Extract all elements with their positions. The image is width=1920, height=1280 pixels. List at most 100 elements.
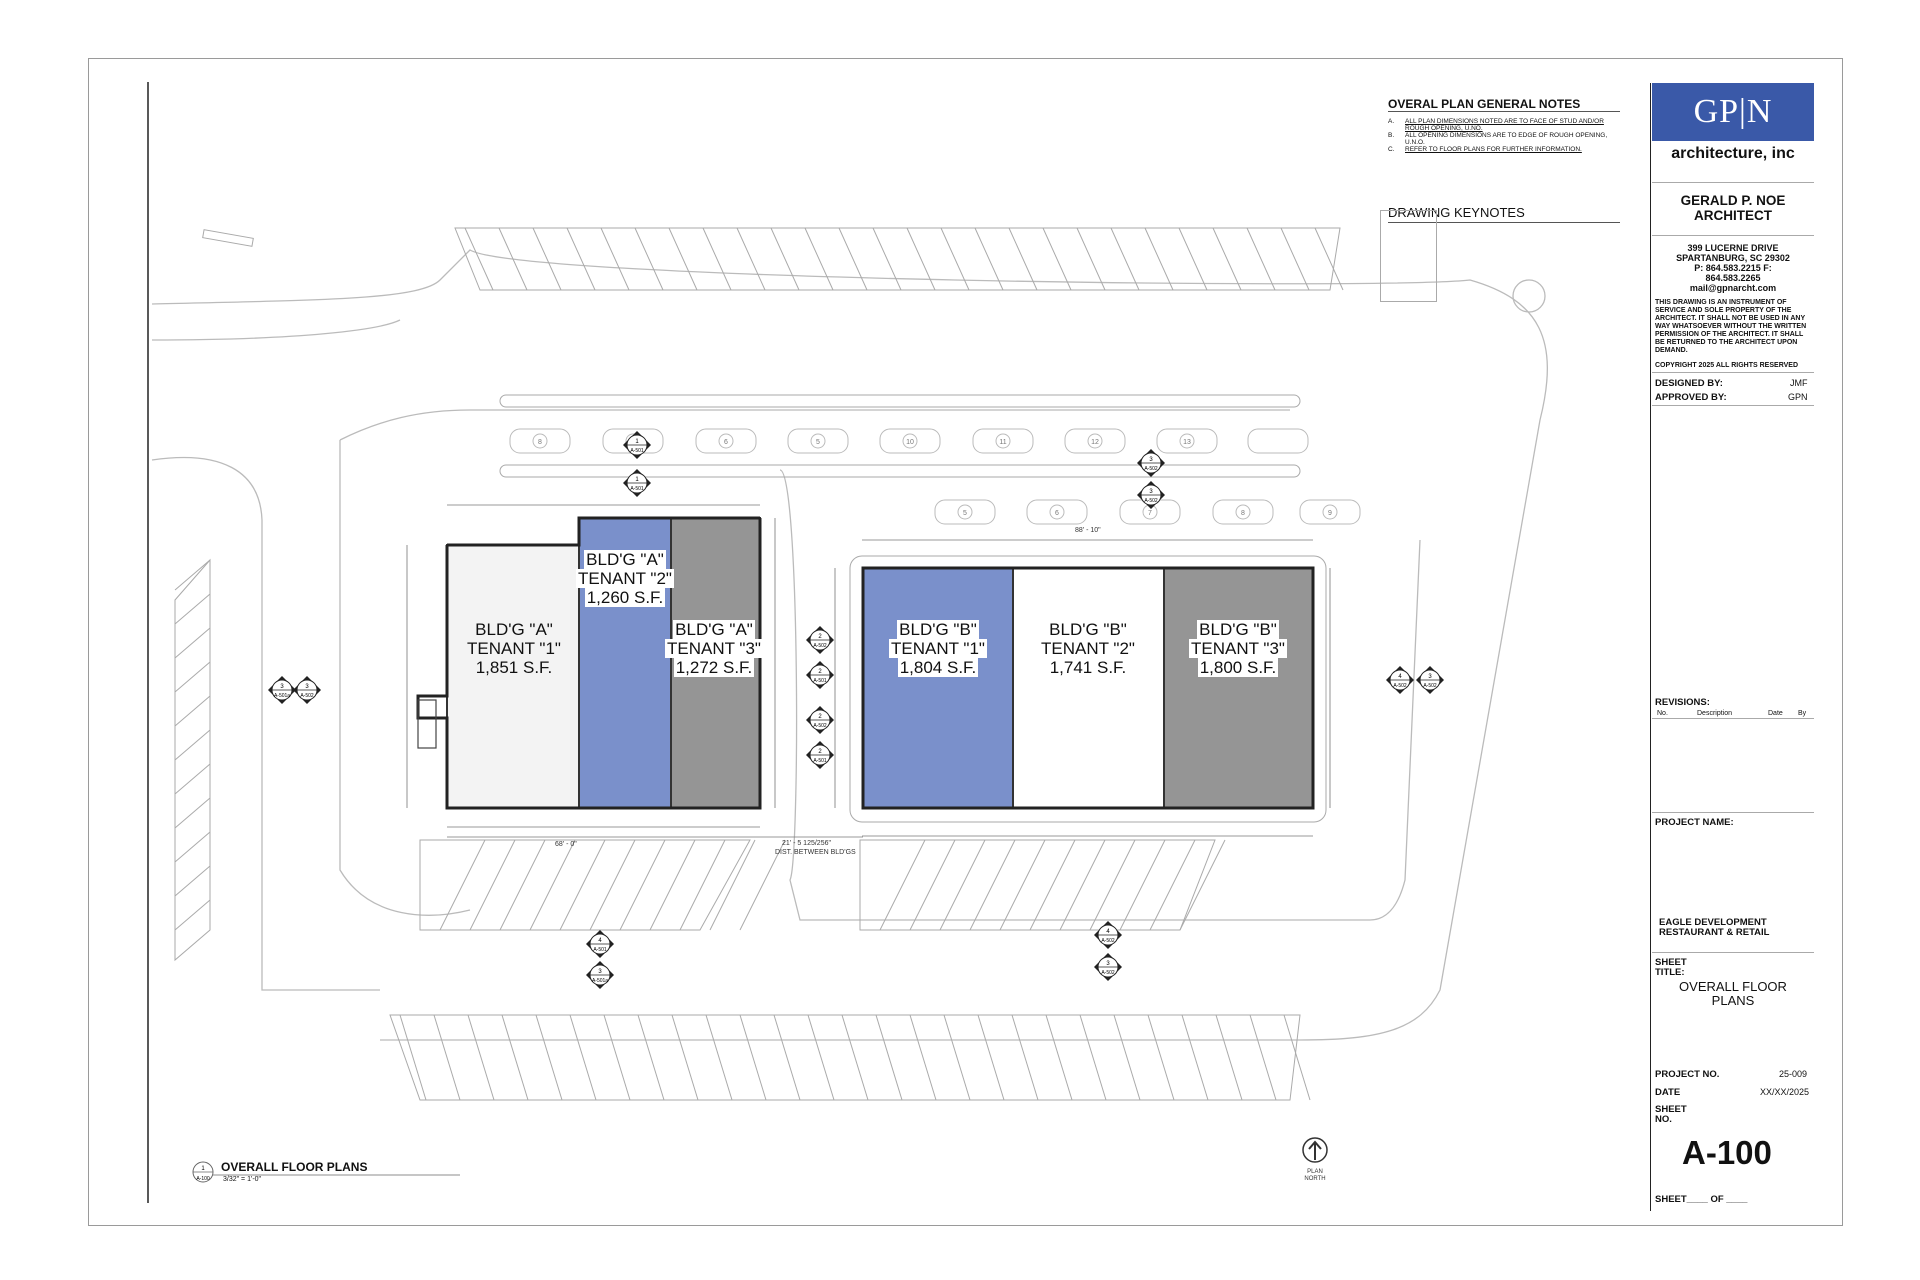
svg-text:A-501: A-501 (813, 678, 827, 684)
general-note-text: ALL PLAN DIMENSIONS NOTED ARE TO FACE OF… (1405, 118, 1604, 132)
revision-column-header: Date (1768, 710, 1783, 717)
sheet-no-label: SHEET NO. (1655, 1104, 1687, 1125)
drawing-keynotes-heading: DRAWING KEYNOTES (1388, 205, 1525, 220)
sheet-of: SHEET____ OF ____ (1655, 1194, 1748, 1205)
svg-text:3: 3 (598, 969, 602, 975)
tenant-b1-name: TENANT "1" (889, 639, 987, 658)
tenant-a1-name: TENANT "1" (467, 639, 561, 658)
dim-between-value: 21' - 5 125/256" (782, 840, 831, 847)
svg-text:3: 3 (280, 684, 284, 690)
stall-number: 8 (538, 439, 542, 446)
firm-logo: GP|N (1652, 83, 1814, 141)
tenant-b2-area: 1,741 S.F. (1049, 658, 1127, 677)
svg-text:A-502: A-502 (1101, 938, 1115, 944)
svg-text:A-501a: A-501a (592, 978, 608, 984)
section-marker-icon: 2A-501 (806, 741, 834, 769)
svg-text:A-502: A-502 (813, 643, 827, 649)
section-markers: 1A-5011A-5013A-501a3A-5023A-5023A-5022A-… (268, 431, 1444, 989)
section-marker-icon: 4A-501 (586, 930, 614, 958)
tenant-b2-fill (1012, 567, 1165, 809)
drawing-title-bubble: 1 A-100 (192, 1161, 460, 1183)
title-bubble-number: 1 (201, 1166, 205, 1172)
tenant-b2-building: BLD'G "B" (1049, 620, 1127, 639)
tenant-label-a3: BLD'G "A" TENANT "3" 1,272 S.F. (658, 620, 770, 677)
svg-text:1: 1 (635, 439, 639, 445)
section-marker-icon: 3A-502 (1137, 449, 1165, 477)
section-marker-icon: 3A-501a (268, 676, 296, 704)
project-name-label: PROJECT NAME: (1655, 817, 1734, 828)
svg-text:A-502: A-502 (813, 723, 827, 729)
general-note-text: ALL OPENING DIMENSIONS ARE TO EDGE OF RO… (1405, 132, 1608, 146)
approved-by-label: APPROVED BY: (1655, 392, 1727, 403)
tenant-label-b3: BLD'G "B" TENANT "3" 1,800 S.F. (1180, 620, 1296, 677)
title-block (1650, 83, 1815, 1211)
stall-number: 5 (816, 439, 820, 446)
title-bubble-ref: A-100 (196, 1176, 210, 1182)
svg-text:A-502: A-502 (1101, 970, 1115, 976)
revision-column-header: Description (1697, 710, 1733, 717)
tenant-b3-fill (1163, 567, 1314, 809)
svg-text:3: 3 (1149, 489, 1153, 495)
tenant-b3-area: 1,800 S.F. (1197, 658, 1279, 677)
svg-text:A-502: A-502 (1144, 498, 1158, 504)
firm-logo-subtitle: architecture, inc (1671, 145, 1795, 162)
section-marker-icon: 3A-502 (1416, 666, 1444, 694)
section-marker-icon: 3A-502 (293, 676, 321, 704)
north-arrow-icon (1302, 1137, 1328, 1163)
tenant-label-a1: BLD'G "A" TENANT "1" 1,851 S.F. (455, 620, 573, 677)
stall-number: 12 (1091, 439, 1099, 446)
general-note-letter: C. (1388, 146, 1395, 153)
svg-text:A-501: A-501 (630, 486, 644, 492)
sheet-title: OVERALL FLOOR PLANS (1679, 979, 1787, 1008)
tenant-a2-building: BLD'G "A" (584, 550, 666, 569)
date-label: DATE (1655, 1087, 1681, 1098)
revision-column-header: No. (1657, 710, 1668, 717)
sheet-title-label: SHEET TITLE: (1655, 957, 1687, 978)
section-marker-icon: 3A-502 (1094, 953, 1122, 981)
stall-number: 7 (1148, 510, 1152, 517)
section-marker-icon: 2A-501 (806, 661, 834, 689)
stall-number: 9 (1328, 510, 1332, 517)
date-value: XX/XX/2025 (1760, 1087, 1810, 1097)
svg-text:2: 2 (818, 749, 822, 755)
drawing-scale: 3/32" = 1'-0" (223, 1176, 262, 1183)
drawing-sheet-border (88, 58, 1843, 1226)
site-linework (147, 82, 1548, 1203)
tenant-b1-fill (862, 567, 1014, 809)
stall-number: 5 (963, 510, 967, 517)
tenant-label-b1: BLD'G "B" TENANT "1" 1,804 S.F. (880, 620, 996, 677)
tenant-a1-area: 1,851 S.F. (475, 658, 553, 677)
project-name: EAGLE DEVELOPMENT RESTAURANT & RETAIL (1659, 917, 1770, 938)
tenant-b2-name: TENANT "2" (1041, 639, 1135, 658)
parking-stripes (174, 227, 1344, 1101)
svg-text:3: 3 (1106, 961, 1110, 967)
stall-number: 10 (906, 439, 914, 446)
stall-number: 6 (1055, 510, 1059, 517)
svg-text:A-501: A-501 (630, 448, 644, 454)
svg-text:4: 4 (1398, 674, 1402, 680)
tenant-a1-fill (446, 544, 580, 809)
svg-text:A-501a: A-501a (274, 693, 290, 699)
parking-stall: 6 (695, 428, 757, 454)
general-note-text: REFER TO FLOOR PLANS FOR FURTHER INFORMA… (1405, 146, 1582, 153)
parking-stall: 7 (1119, 499, 1181, 525)
svg-text:2: 2 (818, 669, 822, 675)
section-marker-icon: 1A-501 (623, 431, 651, 459)
tenant-a3-area: 1,272 S.F. (673, 658, 755, 677)
parking-stall (1247, 428, 1309, 454)
svg-text:A-502: A-502 (300, 693, 314, 699)
parking-stall: 5 (787, 428, 849, 454)
tenant-a3-name: TENANT "3" (665, 639, 763, 658)
section-marker-icon: 1A-501 (623, 469, 651, 497)
parking-stall: 9 (1299, 499, 1361, 525)
svg-text:A-501: A-501 (813, 758, 827, 764)
tenant-a1-building: BLD'G "A" (475, 620, 553, 639)
parking-stall: 13 (1156, 428, 1218, 454)
svg-text:2: 2 (818, 634, 822, 640)
building-b-plan (849, 555, 1327, 823)
designed-by-value: JMF (1790, 378, 1808, 388)
section-marker-icon: 3A-501a (586, 961, 614, 989)
tenant-a2-area: 1,260 S.F. (584, 588, 666, 607)
